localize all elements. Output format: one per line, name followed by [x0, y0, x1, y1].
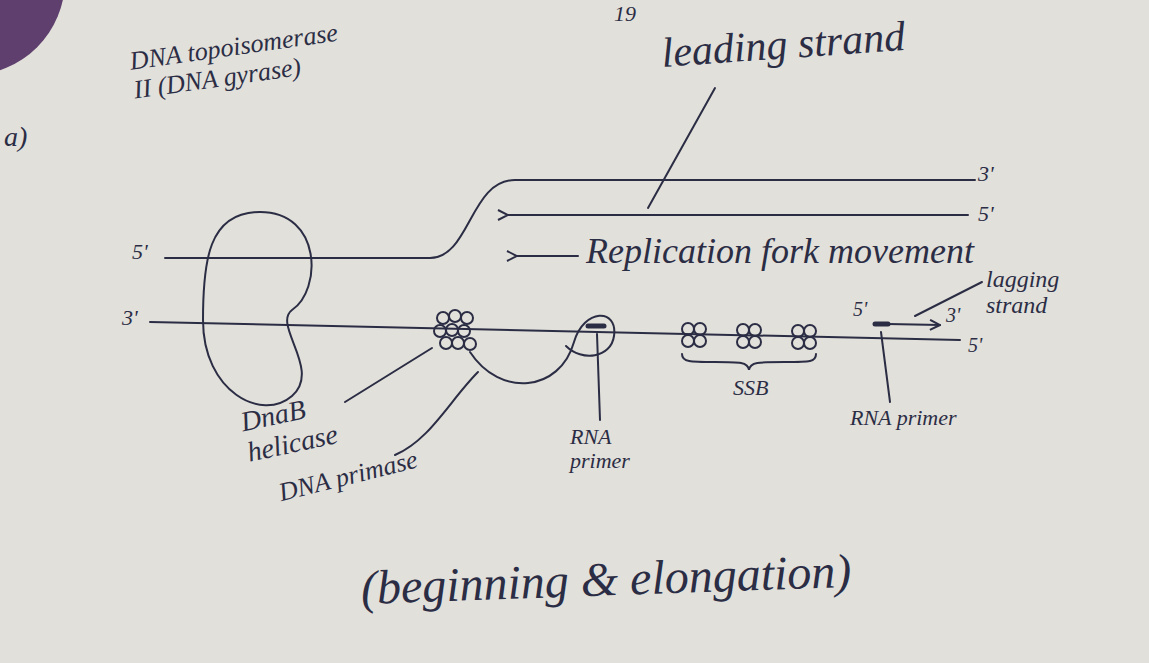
annotation-label: SSB	[733, 376, 813, 400]
rna-primer-mark	[875, 322, 888, 327]
caption: (beginning & elongation)	[360, 538, 1061, 615]
leading-strand-arrow	[508, 214, 968, 216]
annotation-label: 5'	[968, 334, 998, 356]
annotation-label: RNA primer	[570, 425, 645, 473]
topoisomerase-shape	[203, 212, 312, 405]
annotation-label: 3'	[978, 162, 1008, 186]
corner-shadow	[0, 0, 65, 75]
annotation-label: DnaB helicase	[238, 381, 378, 468]
parental-strand	[150, 322, 960, 340]
annotation-label: 5'	[978, 202, 1008, 226]
annotation-label: a)	[4, 122, 54, 153]
annotation-label: leading strand	[660, 6, 1002, 76]
annotation-label: 5'	[132, 240, 162, 264]
leader-line	[648, 88, 715, 208]
lagging-strand-arrow	[888, 324, 940, 325]
ssb-shape	[682, 323, 816, 349]
fork-direction-arrow	[517, 255, 578, 257]
annotation-label: 3'	[122, 306, 152, 330]
leader-line	[395, 372, 478, 455]
annotation-label: Replication fork movement	[586, 232, 1106, 272]
leader-line	[881, 332, 890, 402]
leader-line	[345, 348, 432, 402]
annotation-label: DNA topoisomerase II (DNA gyrase)	[128, 16, 364, 105]
primase-shape	[470, 316, 614, 384]
annotation-label: 5'	[853, 298, 883, 320]
leader-line	[597, 334, 600, 420]
rna-primer-mark	[588, 324, 604, 329]
bracket	[682, 354, 816, 370]
helicase-shape	[434, 310, 476, 350]
annotation-label: RNA primer	[850, 406, 1010, 430]
annotation-label: 19	[614, 2, 674, 26]
annotation-label: 3'	[946, 304, 976, 326]
annotation-label: lagging strand	[986, 266, 1086, 319]
